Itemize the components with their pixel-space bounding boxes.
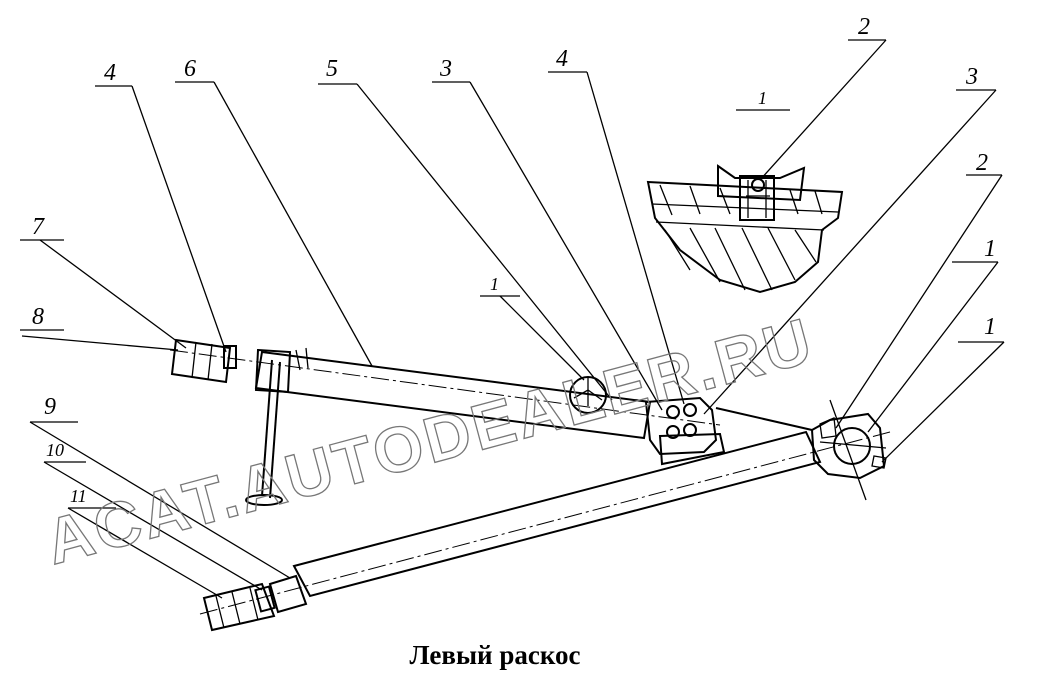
callout-1-right-a: 1 <box>984 236 996 262</box>
callout-5: 5 <box>326 56 338 82</box>
frame-part <box>646 164 844 294</box>
upper-strut <box>169 338 813 506</box>
callout-11: 11 <box>70 486 87 506</box>
callout-4-left: 4 <box>104 60 116 86</box>
callout-3-mid: 3 <box>439 56 452 82</box>
callout-4-mid: 4 <box>556 46 568 72</box>
leader-lines <box>20 39 1005 599</box>
callout-9: 9 <box>44 394 56 420</box>
callout-7: 7 <box>32 214 45 240</box>
watermark: ACAT.AUTODEALER.RU <box>38 304 821 578</box>
callout-labels: 2 1 4 6 5 3 4 3 2 1 1 7 8 1 9 10 11 <box>32 14 996 506</box>
callout-1-weld: 1 <box>490 274 499 294</box>
callout-2-top: 2 <box>858 14 870 40</box>
lower-strut <box>199 399 891 632</box>
callout-2-right: 2 <box>976 150 988 176</box>
callout-6: 6 <box>184 56 196 82</box>
callout-3-right: 3 <box>965 64 978 90</box>
callout-1-part: 1 <box>758 88 767 108</box>
callout-1-right-b: 1 <box>984 314 996 340</box>
callout-8: 8 <box>32 304 44 330</box>
figure-caption: Левый раскос <box>409 640 581 670</box>
callout-10: 10 <box>46 440 64 460</box>
